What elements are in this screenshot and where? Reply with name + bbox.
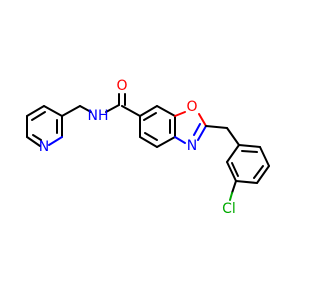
- amide-linker: [61, 93, 141, 117]
- pyridine-nitrogen-label: N: [39, 139, 49, 155]
- bond: [143, 112, 157, 121]
- bond: [139, 136, 158, 148]
- amide-oxygen-label: O: [116, 78, 127, 94]
- bond: [61, 105, 81, 117]
- structure-canvas: O NH N O N Cl: [26, 78, 270, 217]
- bond: [31, 111, 46, 121]
- bond: [32, 134, 42, 141]
- bond: [156, 105, 176, 117]
- chlorine-label: Cl: [222, 201, 236, 217]
- bond: [229, 192, 233, 201]
- bond: [231, 180, 237, 194]
- bond: [197, 125, 207, 141]
- benzoxazole-benzene-ring: [139, 105, 176, 148]
- bond: [26, 105, 45, 117]
- bond: [174, 111, 186, 117]
- oxazole-ring: [174, 111, 207, 144]
- molecule-structure-diagram: O NH N O N Cl: [26, 78, 270, 217]
- bond: [174, 136, 186, 144]
- bond: [226, 127, 240, 146]
- bond: [241, 150, 258, 153]
- bond: [26, 136, 41, 147]
- bond: [79, 105, 92, 113]
- chlorobenzyl-group: [205, 125, 270, 201]
- bond: [43, 105, 63, 117]
- bond: [193, 123, 201, 136]
- amide-nitrogen-label: NH: [88, 108, 109, 124]
- pyridine-ring: [26, 105, 63, 147]
- oxazole-nitrogen-label: N: [187, 138, 197, 154]
- bond: [235, 180, 258, 184]
- bond: [144, 132, 158, 141]
- bond: [156, 136, 176, 148]
- atom-labels: O NH N O N Cl: [39, 78, 236, 217]
- bond: [198, 113, 207, 127]
- bond: [259, 146, 270, 167]
- bond: [238, 144, 261, 148]
- oxazole-oxygen-label: O: [186, 99, 197, 115]
- bond: [205, 125, 228, 129]
- bond: [48, 136, 63, 146]
- bond: [226, 144, 240, 163]
- bond: [105, 104, 120, 113]
- bond: [253, 165, 264, 179]
- bond: [139, 105, 158, 117]
- bond: [226, 161, 237, 182]
- bond: [256, 165, 270, 184]
- bond: [231, 162, 239, 177]
- bond: [121, 105, 141, 117]
